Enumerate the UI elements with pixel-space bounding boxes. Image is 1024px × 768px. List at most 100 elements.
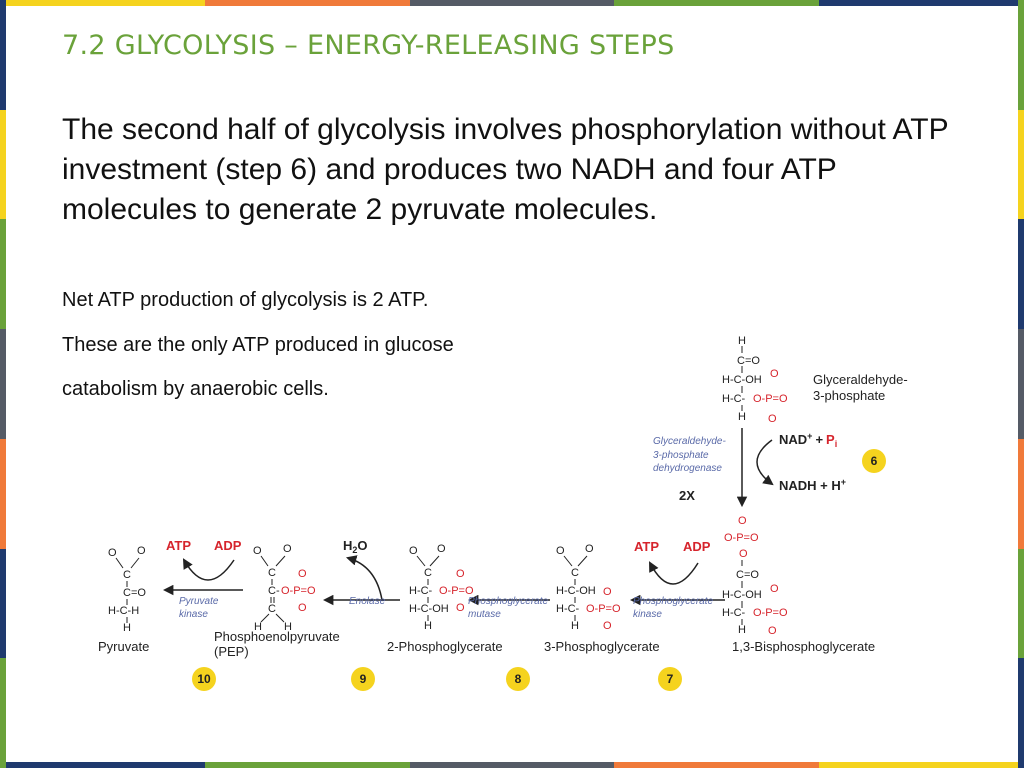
step8-badge: [506, 667, 530, 691]
enzyme-pgm-line2: mutase: [468, 609, 501, 620]
svg-text:O-P=O: O-P=O: [753, 393, 788, 405]
bpg-label: 1,3-Bisphosphoglycerate: [732, 639, 875, 654]
step7-atp-arrow: [649, 561, 699, 585]
bottom-color-bar: [0, 762, 1024, 768]
nad-plus-pi-label: NAD++Pi: [779, 431, 837, 449]
step9-number: 9: [360, 672, 367, 686]
nadh-label: NADH + H+: [779, 477, 846, 493]
step7-adp-label: ADP: [683, 539, 711, 554]
svg-text:O: O: [437, 543, 446, 555]
pyruvate-label: Pyruvate: [98, 639, 149, 654]
step6-badge: [862, 449, 886, 473]
g3p-structure: H C=O H-C-OH O H-C- O-P=O H O: [722, 335, 788, 425]
svg-text:O: O: [739, 548, 748, 560]
pg3-structure: O O C H-C-OH H-C- O-P=O O H O: [556, 543, 621, 632]
svg-text:O: O: [585, 543, 594, 555]
right-color-bar: [1018, 0, 1024, 768]
svg-text:H-C-OH: H-C-OH: [722, 589, 762, 601]
step9-water-arrow: [345, 555, 383, 601]
svg-text:C: C: [424, 567, 432, 579]
svg-text:O: O: [770, 583, 779, 595]
pg3-label: 3-Phosphoglycerate: [544, 639, 660, 654]
enzyme-pgm-line1: Phosphoglycerate: [468, 596, 548, 607]
enzyme-gapdh-line3: dehydrogenase: [653, 463, 722, 474]
enzyme-pk-line2: kinase: [179, 609, 208, 620]
svg-text:O-P=O: O-P=O: [439, 585, 474, 597]
svg-text:C=O: C=O: [123, 587, 146, 599]
step8-number: 8: [515, 672, 522, 686]
svg-text:C=O: C=O: [736, 569, 759, 581]
svg-text:H: H: [123, 622, 131, 634]
multiplier-2x: 2X: [679, 488, 695, 503]
pep-label-line1: Phosphoenolpyruvate: [214, 629, 340, 644]
svg-text:O: O: [768, 413, 777, 425]
svg-text:O: O: [556, 545, 565, 557]
step9-badge: [351, 667, 375, 691]
svg-text:O: O: [108, 547, 117, 559]
svg-text:H: H: [738, 335, 746, 347]
step10-atp-arrow: [182, 558, 235, 581]
svg-text:C-: C-: [268, 585, 280, 597]
svg-text:H: H: [424, 620, 432, 632]
svg-text:H-C-: H-C-: [556, 603, 580, 615]
svg-text:H: H: [571, 620, 579, 632]
enzyme-gapdh-line1: Glyceraldehyde-: [653, 436, 726, 447]
svg-text:H: H: [254, 621, 262, 633]
svg-text:O: O: [283, 543, 292, 555]
svg-text:O: O: [298, 568, 307, 580]
svg-text:O: O: [603, 620, 612, 632]
svg-text:O: O: [603, 586, 612, 598]
svg-text:C: C: [268, 603, 276, 615]
svg-text:O: O: [770, 368, 779, 380]
svg-text:C: C: [571, 567, 579, 579]
svg-text:H-C-H: H-C-H: [108, 605, 139, 617]
bpg-structure: O O-P=O O C=O O H-C-OH H-C- O-P=O H O: [722, 515, 788, 637]
svg-text:C=O: C=O: [737, 355, 760, 367]
svg-text:H: H: [738, 624, 746, 636]
svg-text:H: H: [738, 411, 746, 423]
pg2-label: 2-Phosphoglycerate: [387, 639, 503, 654]
svg-text:O: O: [768, 625, 777, 637]
pg2-structure: O O C H-C- O-P=O O O H-C-OH H: [409, 543, 474, 632]
svg-text:O-P=O: O-P=O: [724, 532, 759, 544]
net-atp-note: Net ATP production of glycolysis is 2 AT…: [62, 289, 429, 311]
svg-text:H-C-OH: H-C-OH: [556, 585, 596, 597]
left-color-bar: [0, 0, 6, 768]
svg-text:H-C-: H-C-: [409, 585, 433, 597]
enzyme-pk-line1: Pyruvate: [179, 596, 219, 607]
intro-paragraph: The second half of glycolysis involves p…: [62, 113, 949, 226]
pyruvate-structure: O O C C=O H-C-H H: [108, 545, 146, 634]
enzyme-pgk-line2: kinase: [633, 609, 662, 620]
g3p-label-line1: Glyceraldehyde-: [813, 372, 908, 387]
anaerobic-note-line2: catabolism by anaerobic cells.: [62, 378, 329, 400]
svg-text:O-P=O: O-P=O: [281, 585, 316, 597]
step6-number: 6: [871, 454, 878, 468]
svg-text:O: O: [409, 545, 418, 557]
step7-number: 7: [667, 672, 674, 686]
svg-text:O-P=O: O-P=O: [586, 603, 621, 615]
top-color-bar: [0, 0, 1024, 6]
svg-text:H-C-: H-C-: [722, 393, 746, 405]
svg-text:H-C-OH: H-C-OH: [722, 374, 762, 386]
step10-atp-label: ATP: [166, 538, 191, 553]
enzyme-pgk-line1: Phosphoglycerate: [633, 596, 713, 607]
step6-cofactor-arrow: [756, 439, 774, 486]
svg-text:O: O: [298, 602, 307, 614]
svg-text:O: O: [253, 545, 262, 557]
water-label: H2O: [343, 538, 368, 555]
enzyme-enolase: Enolase: [349, 596, 386, 607]
pep-structure: O O C C- O-P=O O O C H H: [253, 543, 316, 633]
svg-text:H: H: [284, 621, 292, 633]
enzyme-gapdh-line2: 3-phosphate: [653, 450, 709, 461]
step10-adp-label: ADP: [214, 538, 242, 553]
svg-text:O-P=O: O-P=O: [753, 607, 788, 619]
svg-text:H-C-: H-C-: [722, 607, 746, 619]
svg-text:H-C-OH: H-C-OH: [409, 603, 449, 615]
svg-text:C: C: [123, 569, 131, 581]
pep-label-line2: (PEP): [214, 644, 249, 659]
svg-text:O: O: [137, 545, 146, 557]
svg-text:C: C: [268, 567, 276, 579]
slide-title: 7.2 GLYCOLYSIS – ENERGY-RELEASING STEPS: [62, 30, 675, 61]
anaerobic-note-line1: These are the only ATP produced in gluco…: [62, 334, 454, 356]
